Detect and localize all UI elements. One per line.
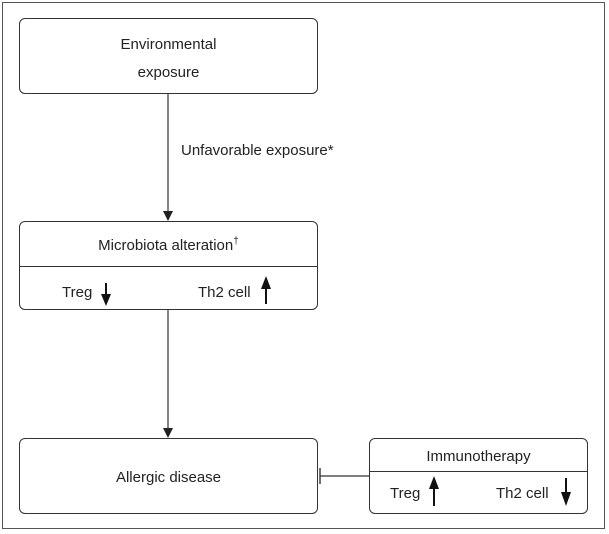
environmental-exposure-line1: Environmental — [120, 36, 217, 53]
microbiota-alteration-title: Microbiota alteration† — [20, 236, 317, 254]
allergic-disease-label: Allergic disease — [115, 469, 222, 486]
environmental-exposure-box: Environmental exposure — [19, 18, 318, 94]
immunotherapy-title: Immunotherapy — [426, 448, 531, 465]
microbiota-th2-label: Th2 cell — [198, 284, 251, 301]
immunotherapy-treg-up-arrow-icon — [429, 476, 439, 506]
microbiota-treg-label: Treg — [62, 284, 93, 301]
immunotherapy-th2-label: Th2 cell — [496, 485, 549, 502]
immunotherapy-divider — [370, 471, 587, 472]
microbiota-alteration-box: Microbiota alteration† Treg Th2 cell — [19, 221, 318, 310]
diagram-frame — [2, 2, 605, 529]
immunotherapy-box: Immunotherapy Treg Th2 cell — [369, 438, 588, 514]
environmental-exposure-line2: exposure — [137, 64, 200, 81]
microbiota-treg-down-arrow-icon — [101, 283, 111, 306]
microbiota-divider — [20, 266, 317, 267]
immunotherapy-th2-down-arrow-icon — [561, 478, 571, 506]
immunotherapy-treg-label: Treg — [390, 485, 421, 502]
microbiota-alteration-title-text: Microbiota alteration — [98, 237, 234, 254]
dagger-footnote-mark: † — [233, 236, 239, 247]
unfavorable-exposure-label: Unfavorable exposure* — [181, 142, 334, 159]
allergic-disease-box: Allergic disease — [19, 438, 318, 514]
microbiota-th2-up-arrow-icon — [261, 276, 271, 304]
